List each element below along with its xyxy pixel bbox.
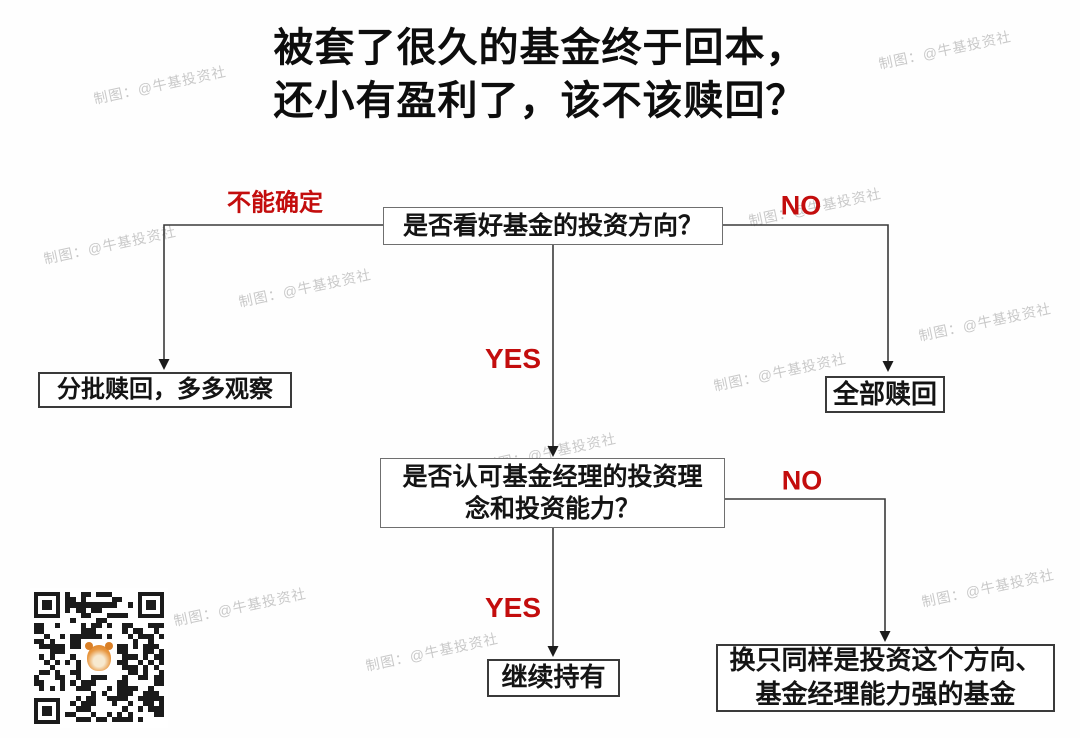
- decision-box-manager-ability: 是否认可基金经理的投资理念和投资能力？: [380, 458, 725, 528]
- decision-box-1-label: 是否看好基金的投资方向？: [402, 211, 703, 240]
- branch-label-no-1: NO: [780, 190, 822, 221]
- watermark: 制图：@牛基投资社: [42, 223, 178, 267]
- outcome-box-switch-fund: 换只同样是投资这个方向、基金经理能力强的基金: [716, 644, 1055, 712]
- decision-box-investment-direction: 是否看好基金的投资方向？: [383, 207, 723, 245]
- watermark: 制图：@牛基投资社: [172, 585, 308, 629]
- qr-finder-icon: [34, 592, 60, 618]
- decision-box-2-label: 是否认可基金经理的投资理念和投资能力？: [402, 462, 703, 524]
- branch-label-no-2: NO: [781, 465, 823, 496]
- page-title-line2: 还小有盈利了，该不该赎回？: [273, 78, 807, 123]
- branch-label-uncertain: 不能确定: [227, 189, 323, 217]
- qr-finder-icon: [34, 698, 60, 724]
- page-title: 被套了很久的基金终于回本， 还小有盈利了，该不该赎回？: [0, 22, 1080, 128]
- page-title-line1: 被套了很久的基金终于回本，: [273, 26, 807, 70]
- qr-code: [30, 588, 168, 728]
- watermark: 制图：@牛基投资社: [920, 566, 1056, 610]
- branch-label-yes-2: YES: [484, 592, 542, 623]
- outcome-full-redeem-label: 全部赎回: [832, 378, 937, 409]
- qr-finder-icon: [138, 592, 164, 618]
- outcome-partial-redeem-label: 分批赎回，多多观察: [57, 376, 273, 404]
- outcome-box-full-redeem: 全部赎回: [825, 376, 945, 413]
- bull-mascot-icon: [83, 641, 115, 675]
- watermark: 制图：@牛基投资社: [917, 300, 1053, 344]
- outcome-box-hold: 继续持有: [487, 659, 620, 697]
- branch-label-yes-1: YES: [484, 343, 542, 374]
- watermark: 制图：@牛基投资社: [364, 630, 500, 674]
- watermark: 制图：@牛基投资社: [237, 266, 373, 310]
- outcome-box-partial-redeem: 分批赎回，多多观察: [38, 372, 292, 408]
- outcome-hold-label: 继续持有: [501, 662, 606, 693]
- qr-code-pattern: [34, 592, 164, 724]
- outcome-switch-fund-label: 换只同样是投资这个方向、基金经理能力强的基金: [729, 645, 1042, 709]
